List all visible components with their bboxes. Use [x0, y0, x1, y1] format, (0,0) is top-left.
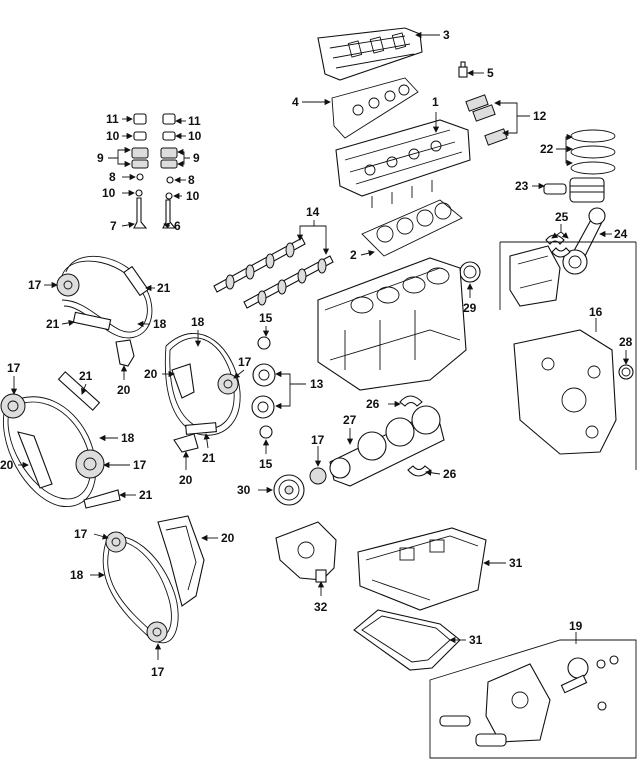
timing-chain-center	[164, 333, 241, 453]
main-bearing-upper	[399, 395, 423, 407]
callout-8-right: 8	[188, 173, 195, 187]
oil-pan-upper	[357, 527, 487, 611]
piston-rings	[570, 129, 616, 175]
valve-cover	[317, 27, 423, 81]
oil-pan-lower	[353, 609, 461, 671]
camshafts	[213, 237, 334, 309]
callout-29: 29	[463, 301, 477, 315]
callout-20-upper: 20	[117, 383, 131, 397]
cylinder-head	[335, 119, 471, 208]
callout-25: 25	[555, 210, 569, 224]
callout-4: 4	[292, 95, 299, 109]
valve-cover-gasket	[331, 77, 419, 139]
callout-12: 12	[533, 109, 547, 123]
crank-sprocket	[309, 467, 327, 485]
housing-group-box	[499, 241, 637, 470]
callout-31-upper: 31	[509, 556, 523, 570]
valve-train-left	[131, 113, 149, 229]
cam-adjusters	[251, 363, 276, 419]
callout-9-right: 9	[193, 151, 200, 165]
head-gasket	[361, 199, 463, 257]
callout-21-upper-right: 21	[157, 281, 171, 295]
callout-18-upper: 18	[153, 317, 167, 331]
callout-17-crank: 17	[311, 433, 325, 447]
callout-24: 24	[614, 227, 628, 241]
callout-26-upper: 26	[366, 397, 380, 411]
callout-20-center-top: 20	[144, 367, 158, 381]
callout-28: 28	[619, 335, 633, 349]
callout-10-left-upper: 10	[106, 129, 120, 143]
callout-21-upper-left: 21	[46, 317, 60, 331]
crank-seal	[459, 261, 481, 283]
callout-17-upper-left: 17	[28, 278, 42, 292]
callout-9-left: 9	[97, 151, 104, 165]
crankshaft	[329, 405, 445, 487]
connecting-rod	[562, 207, 606, 275]
cam-followers	[465, 94, 508, 146]
callout-6: 6	[174, 219, 181, 233]
callout-18-left: 18	[121, 431, 135, 445]
cover-bolt	[458, 61, 468, 78]
engine-block	[317, 257, 467, 391]
callout-11-right: 11	[188, 114, 201, 128]
callout-31-lower: 31	[469, 633, 483, 647]
case-seal	[618, 364, 634, 380]
callout-15-upper: 15	[259, 311, 273, 325]
callout-10-right-upper: 10	[188, 129, 202, 143]
callout-20-center-bottom: 20	[179, 473, 193, 487]
callout-23: 23	[515, 179, 529, 193]
callout-10-left-lower: 10	[102, 186, 116, 200]
timing-chain-left	[0, 371, 121, 509]
callout-17-lower-top: 17	[74, 527, 88, 541]
callout-30: 30	[237, 483, 251, 497]
callout-22: 22	[540, 142, 554, 156]
crank-pulley	[273, 474, 305, 506]
callout-20-left: 20	[0, 458, 14, 472]
callout-14: 14	[306, 205, 320, 219]
callout-20-lower: 20	[221, 531, 235, 545]
callout-15-lower: 15	[259, 457, 273, 471]
callout-8-left: 8	[109, 170, 116, 184]
callout-21-left: 21	[79, 369, 93, 383]
callout-1: 1	[432, 95, 439, 109]
callout-3: 3	[443, 28, 450, 42]
callout-27: 27	[343, 413, 357, 427]
callout-17-left-bottom: 17	[133, 458, 147, 472]
callout-16: 16	[589, 305, 603, 319]
timing-chain-upper-left	[56, 256, 153, 367]
callout-labels: 3 5 4 1 12 22 23 25 24 2 14 29 16 28 15 …	[0, 28, 633, 679]
callout-13: 13	[310, 377, 324, 391]
callout-11-left: 11	[106, 112, 119, 126]
callout-26-lower: 26	[443, 467, 457, 481]
callout-17-left-top: 17	[7, 361, 21, 375]
valve-train-right	[160, 113, 178, 229]
callout-17-lower-bottom: 17	[151, 665, 165, 679]
cam-seals	[257, 336, 273, 439]
callout-17-center: 17	[238, 355, 252, 369]
callout-18-center: 18	[191, 315, 205, 329]
bellhousing-cover	[509, 245, 561, 307]
balance-shaft-box	[429, 639, 637, 759]
callout-5: 5	[487, 66, 494, 80]
callout-19: 19	[569, 619, 583, 633]
callout-10-right-lower: 10	[186, 189, 200, 203]
timing-case	[513, 329, 617, 455]
callout-leaders	[10, 31, 630, 660]
callout-7: 7	[110, 219, 117, 233]
main-bearing-lower	[407, 465, 431, 477]
callout-21-center: 21	[202, 451, 216, 465]
timing-chain-lower	[102, 515, 205, 644]
callout-21-left-bottom: 21	[139, 488, 153, 502]
callout-18-lower: 18	[70, 568, 84, 582]
piston	[543, 177, 605, 203]
callout-2: 2	[350, 248, 357, 262]
callout-32: 32	[314, 600, 328, 614]
oil-pump	[275, 521, 337, 583]
